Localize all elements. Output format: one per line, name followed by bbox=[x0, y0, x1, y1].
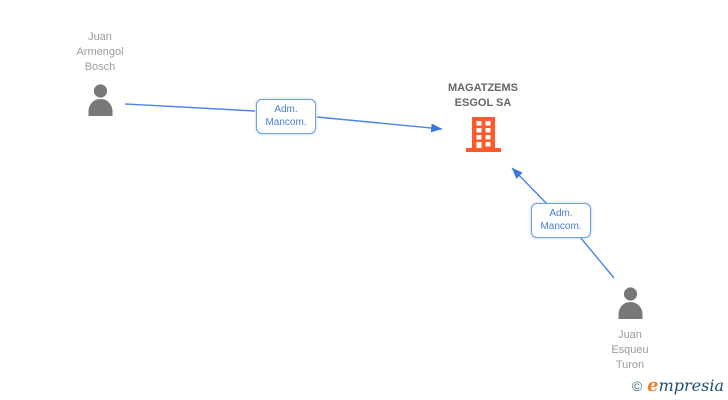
person-name-line: Armengol bbox=[76, 46, 124, 58]
copyright-icon: © bbox=[631, 378, 643, 394]
person-name: Juan Armengol Bosch bbox=[45, 30, 155, 75]
person-name-line: Bosch bbox=[84, 61, 116, 73]
company-name-line: ESGOL SA bbox=[454, 97, 512, 109]
building-icon bbox=[465, 116, 502, 158]
company-node[interactable]: MAGATZEMS ESGOL SA bbox=[413, 81, 553, 158]
person-name-line: Juan bbox=[88, 31, 112, 43]
relation-label-2: Adm. Mancom. bbox=[531, 203, 591, 238]
brand-rest: mpresia bbox=[658, 376, 724, 395]
relation-label-line: Mancom. bbox=[540, 221, 582, 232]
person-icon bbox=[84, 82, 117, 121]
connector-person1-to-label1 bbox=[124, 103, 256, 112]
person-name-line: Esqueu bbox=[611, 344, 649, 356]
relation-label-line: Mancom. bbox=[265, 117, 307, 128]
person-name: Juan Esqueu Turon bbox=[575, 328, 685, 373]
person-node-2[interactable]: Juan Esqueu Turon bbox=[575, 285, 685, 373]
brand-wordmark: empresia bbox=[647, 375, 724, 396]
relation-label-1: Adm. Mancom. bbox=[256, 99, 316, 134]
empresia-logo[interactable]: © empresia bbox=[632, 375, 724, 396]
person-node-1[interactable]: Juan Armengol Bosch bbox=[45, 30, 155, 121]
relation-label-line: Adm. bbox=[549, 208, 573, 219]
person-name-line: Juan bbox=[618, 329, 642, 341]
person-name-line: Turon bbox=[615, 359, 645, 371]
company-name: MAGATZEMS ESGOL SA bbox=[413, 81, 553, 111]
connector-label2-to-company bbox=[511, 167, 549, 206]
relation-label-line: Adm. bbox=[274, 104, 298, 115]
connector-person2-to-label2 bbox=[579, 236, 615, 279]
brand-initial: e bbox=[647, 375, 659, 396]
company-name-line: MAGATZEMS bbox=[447, 82, 519, 94]
person-icon bbox=[614, 285, 647, 324]
connector-label1-to-company bbox=[316, 116, 443, 133]
